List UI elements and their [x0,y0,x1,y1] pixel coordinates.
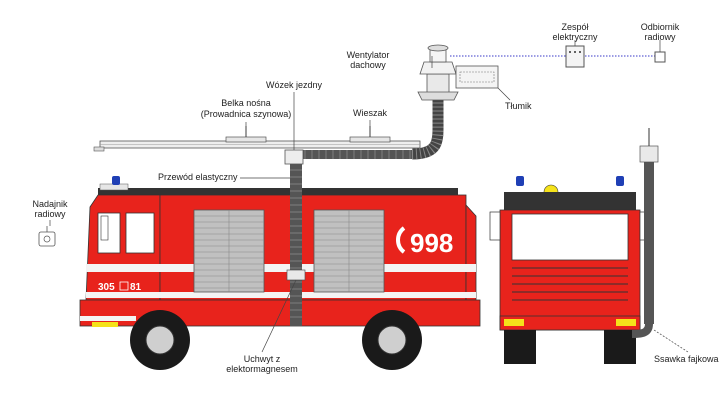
label-electric-unit-2: elektryczny [552,32,598,42]
hose-vertical [290,164,302,326]
plate-emblem [119,281,129,291]
truck-front [489,176,651,364]
label-radio-receiver-1: Odbiornik [641,22,680,32]
phone-icon [396,226,406,254]
label-beam-2: (Prowadnica szynowa) [201,109,292,119]
silencer [455,65,499,89]
label-radio-receiver-2: radiowy [644,32,676,42]
label-radio-transmitter-1: Nadajnik [32,199,68,209]
phone-number: 998 [410,228,453,258]
label-silencer: Tłumik [505,101,532,111]
beam-rail [93,140,421,152]
roof-fan [417,44,459,101]
radio-transmitter [38,226,56,247]
label-magnet-holder-1: Uchwyt z [244,354,281,364]
radio-receiver [654,51,666,63]
magnet-holder [286,269,306,281]
label-radio-transmitter-2: radiowy [34,209,66,219]
label-roof-fan-2: dachowy [350,60,386,70]
label-hanger: Wieszak [353,108,388,118]
label-roof-fan-1: Wentylator [347,50,390,60]
hose-curve [411,95,444,160]
pipe-nozzle-hose [631,128,659,338]
plate-left: 305 [98,282,115,293]
electric-unit [565,45,585,68]
label-trolley: Wózek jezdny [266,80,323,90]
label-electric-unit-1: Zespół [561,22,588,32]
truck-side [79,176,481,370]
trolley [284,149,304,165]
label-beam-1: Belka nośna [221,98,271,108]
label-flexible-hose: Przewód elastyczny [158,172,238,182]
label-pipe-nozzle: Ssawka fajkowa [654,354,719,364]
plate-right: 81 [130,282,142,293]
hose-horizontal [300,150,415,159]
label-magnet-holder-2: elektormagnesem [226,364,298,374]
